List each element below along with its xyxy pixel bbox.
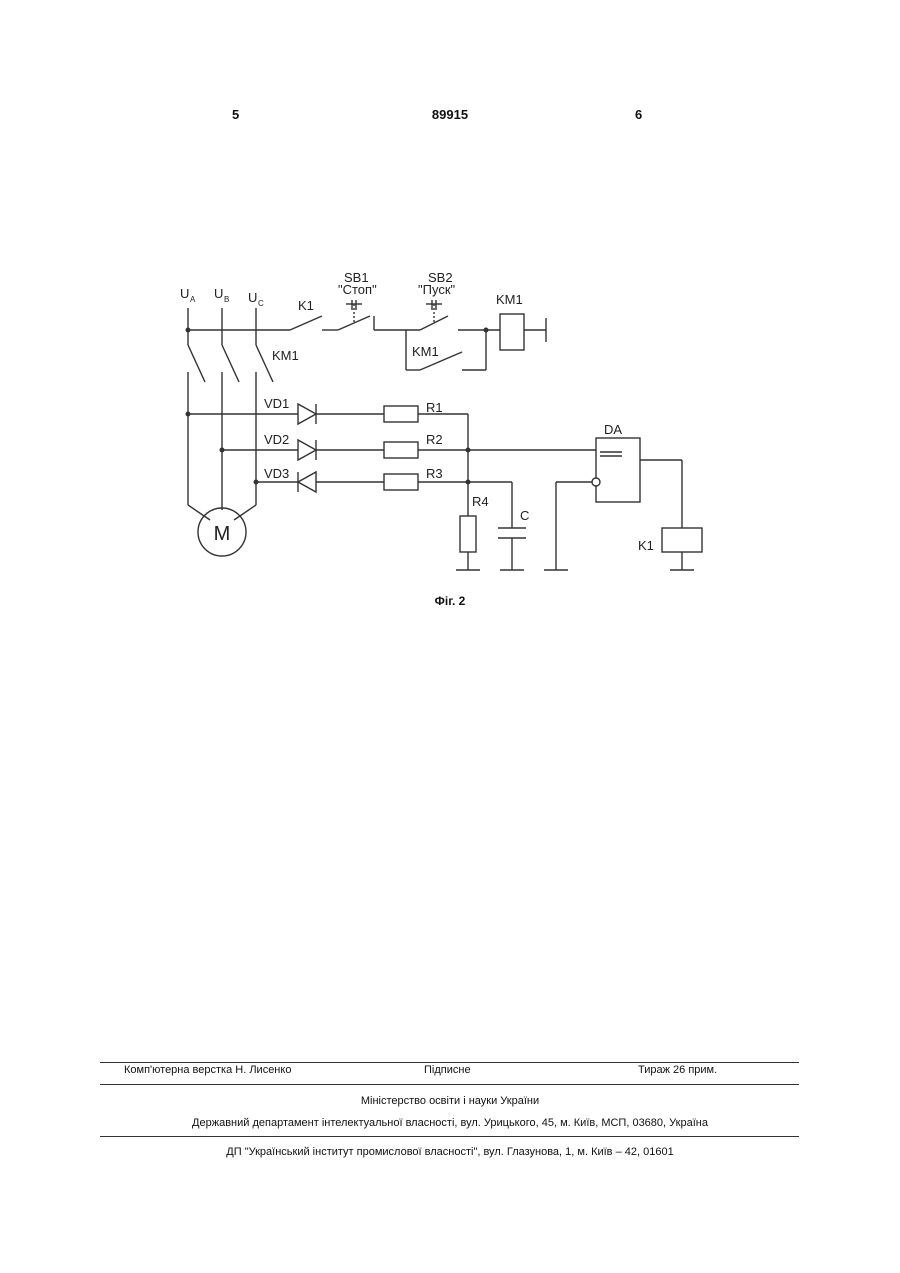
vd2-diode [298, 440, 316, 460]
km1-main-contact-c [256, 345, 273, 382]
motor-label: M [214, 523, 231, 545]
page-number-right: 6 [635, 107, 642, 122]
ministry-text: Міністерство освіти і науки України [0, 1095, 900, 1107]
sb1-contact [338, 316, 370, 330]
vd2-label: VD2 [264, 432, 289, 447]
r4-label: R4 [472, 494, 489, 509]
ua-label: U [180, 286, 189, 301]
r2-label: R2 [426, 432, 443, 447]
r3-resistor [384, 474, 418, 490]
km1-coil-label: KM1 [496, 292, 523, 307]
r1-label: R1 [426, 400, 443, 415]
k1-coil [662, 528, 702, 552]
uc-sub-label: C [258, 299, 264, 308]
ub-sub-label: B [224, 295, 229, 304]
k1-coil-label: K1 [638, 538, 654, 553]
km1-main-label: KM1 [272, 348, 299, 363]
sb1-name-label: "Стоп" [338, 282, 377, 297]
sb2-contact [420, 316, 448, 330]
patent-number: 89915 [0, 107, 900, 122]
km1-coil [500, 314, 524, 350]
vd1-diode [298, 404, 316, 424]
km1-main-contact-a [188, 345, 205, 382]
km1-main-contact-b [222, 345, 239, 382]
uc-label: U [248, 290, 257, 305]
k1-contact-label: K1 [298, 298, 314, 313]
r4-resistor [460, 516, 476, 552]
divider [100, 1062, 799, 1063]
c-label: C [520, 508, 529, 523]
signed-text: Підписне [424, 1064, 471, 1076]
divider [100, 1136, 799, 1137]
divider [100, 1084, 799, 1085]
k1-contact [290, 316, 322, 330]
figure-caption: Фіг. 2 [0, 594, 900, 608]
circulation-text: Тираж 26 прим. [638, 1064, 717, 1076]
da-label: DA [604, 422, 622, 437]
circuit-diagram: U A U B U C K1 SB1 "Стоп" SB2 "Пуск" KM1… [0, 240, 900, 590]
da-comparator [596, 438, 640, 502]
department-text: Державний департамент інтелектуальної вл… [0, 1117, 900, 1129]
sb2-name-label: "Пуск" [418, 282, 456, 297]
ub-label: U [214, 286, 223, 301]
institute-text: ДП "Український інститут промислової вла… [0, 1146, 900, 1158]
r2-resistor [384, 442, 418, 458]
km1-hold-label: KM1 [412, 344, 439, 359]
ua-sub-label: A [190, 295, 196, 304]
r1-resistor [384, 406, 418, 422]
r3-label: R3 [426, 466, 443, 481]
layout-credit: Комп'ютерна верстка Н. Лисенко [124, 1064, 291, 1076]
vd3-label: VD3 [264, 466, 289, 481]
vd3-diode [298, 472, 316, 492]
vd1-label: VD1 [264, 396, 289, 411]
